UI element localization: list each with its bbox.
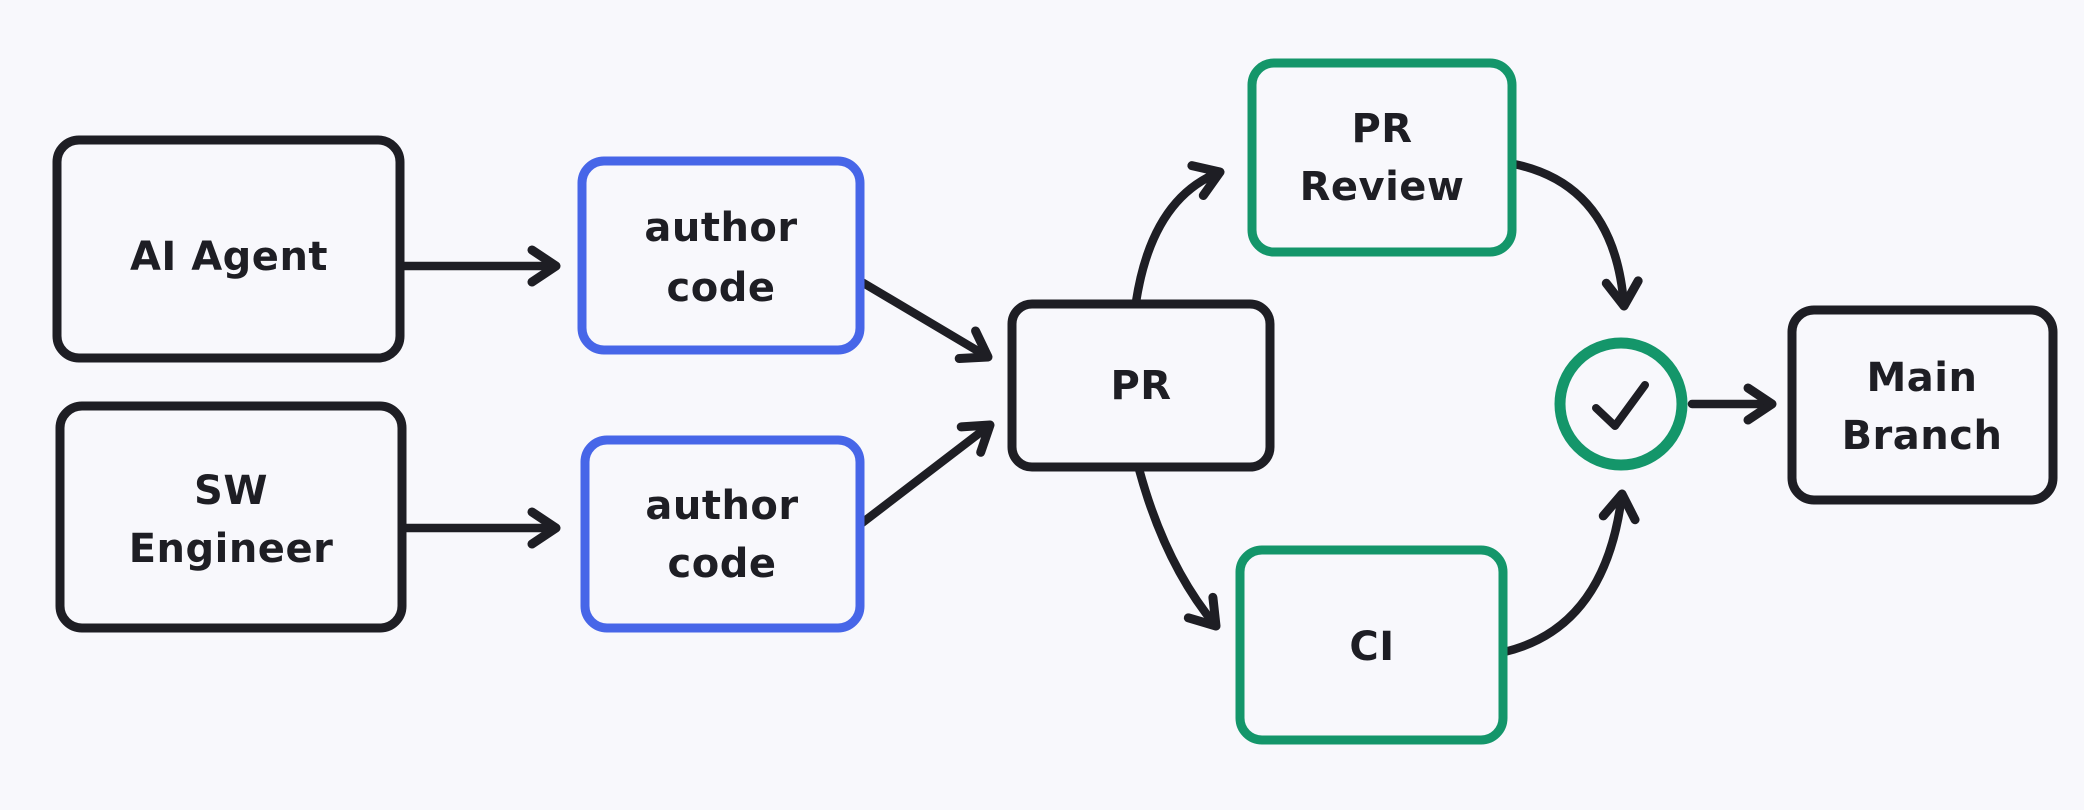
node-label-ai-agent: AI Agent (130, 234, 328, 280)
node-ai-agent: AI Agent (52, 135, 405, 363)
edge-author-code-bottom-to-pr (857, 420, 995, 528)
node-label-author-code-top-line2: code (667, 265, 776, 311)
node-label-main-branch-line1: Main (1867, 355, 1978, 401)
node-label-main-branch-line2: Branch (1842, 413, 2003, 459)
node-pr-review: PR Review (1247, 58, 1517, 257)
edge-author-code-top-to-pr (855, 276, 993, 364)
node-main-branch: Main Branch (1787, 305, 2058, 505)
checkmark-icon (1592, 381, 1649, 430)
node-label-ci: CI (1349, 624, 1394, 670)
edge-pr-to-ci (1134, 464, 1221, 631)
node-ci: CI (1235, 545, 1508, 745)
edges (399, 159, 1777, 657)
node-label-pr-review-line2: Review (1300, 164, 1465, 210)
edge-pr-review-to-check (1509, 159, 1643, 311)
node-check (1554, 337, 1688, 471)
node-label-sw-engineer-line2: Engineer (129, 526, 334, 572)
node-label-pr-review-line1: PR (1351, 106, 1412, 152)
node-label-author-code-top-line1: author (644, 205, 797, 251)
node-author-code-bottom: author code (580, 435, 865, 633)
node-sw-engineer: SW Engineer (55, 401, 407, 633)
node-label-sw-engineer-line1: SW (194, 468, 268, 514)
edge-ci-to-check (1499, 489, 1640, 657)
node-label-pr: PR (1110, 363, 1171, 409)
node-pr: PR (1007, 299, 1275, 472)
edge-pr-to-pr-review (1131, 161, 1225, 307)
node-author-code-top: author code (577, 156, 865, 355)
node-label-author-code-bottom-line1: author (645, 483, 798, 529)
node-label-author-code-bottom-line2: code (668, 541, 777, 587)
